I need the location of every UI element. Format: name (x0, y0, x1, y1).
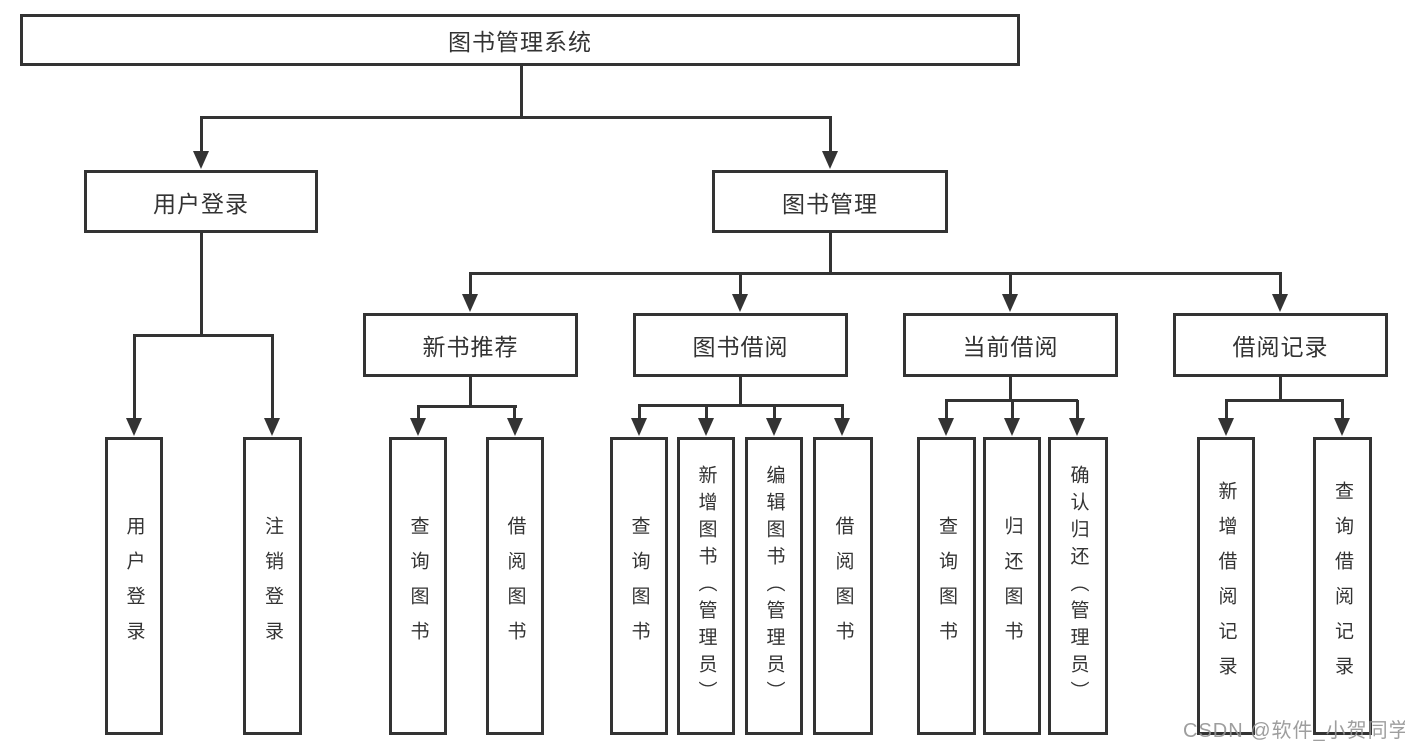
connector-drop-current-borrow (1009, 273, 1012, 294)
connector-drop-new-book-rec (468, 273, 472, 294)
connector-user-login-stem (199, 233, 203, 334)
node-leaf-bb-query: 查询图书 (610, 437, 668, 735)
connector-level3-rail (468, 271, 1282, 275)
connector-drop-user-login (199, 118, 203, 151)
arrowhead-nb-borrow (507, 418, 523, 436)
connector-drop-br-query (1340, 400, 1344, 418)
node-leaf-bb-borrow: 借阅图书 (813, 437, 873, 735)
connector-drop-cb-confirm (1075, 400, 1079, 418)
node-book-mgmt: 图书管理 (712, 170, 948, 233)
arrowhead-nb-query (410, 418, 426, 436)
connector-drop-nb-borrow (513, 406, 516, 418)
csdn-watermark: CSDN @软件_小贺同学 (1183, 720, 1405, 742)
arrowhead-book-mgmt (822, 151, 838, 169)
connector-book-mgmt-stem (828, 233, 832, 272)
node-leaf-br-query: 查询借阅记录 (1313, 437, 1372, 735)
node-leaf-bb-add: 新增图书（管理员） (677, 437, 735, 735)
connector-drop-bb-add (704, 405, 708, 418)
connector-drop-book-borrow (739, 273, 742, 294)
connector-drop-book-mgmt (828, 118, 832, 151)
node-leaf-bb-edit: 编辑图书（管理员） (745, 437, 803, 735)
arrowhead-br-query (1334, 418, 1350, 436)
connector-drop-bb-borrow (840, 405, 844, 418)
arrowhead-new-book-rec (462, 294, 478, 312)
node-leaf-nb-query: 查询图书 (389, 437, 447, 735)
node-book-borrow: 图书借阅 (633, 313, 848, 377)
connector-book-borrow-stem (739, 377, 742, 404)
arrowhead-cb-confirm (1069, 418, 1085, 436)
arrowhead-bb-query (631, 418, 647, 436)
arrowhead-user-login (193, 151, 209, 169)
connector-level2-rail (199, 116, 832, 119)
node-leaf-cb-confirm: 确认归还（管理员） (1048, 437, 1108, 735)
connector-drop-cb-return (1010, 400, 1014, 418)
connector-drop-bb-query (637, 405, 641, 418)
node-user-login: 用户登录 (84, 170, 318, 233)
node-leaf-nb-borrow: 借阅图书 (486, 437, 544, 735)
arrowhead-cb-return (1004, 418, 1020, 436)
connector-drop-cb-query (944, 400, 948, 418)
node-leaf-logout: 注销登录 (243, 437, 302, 735)
node-library-system: 图书管理系统 (20, 14, 1020, 66)
connector-new-book-rec-rail (416, 404, 517, 408)
connector-root-stem (519, 66, 523, 119)
connector-new-book-rec-stem (469, 377, 472, 405)
arrowhead-bb-borrow (834, 418, 850, 436)
node-leaf-cb-return: 归还图书 (983, 437, 1041, 735)
connector-drop-bb-edit (772, 405, 776, 418)
node-leaf-user-login: 用户登录 (105, 437, 163, 735)
node-leaf-cb-query: 查询图书 (917, 437, 976, 735)
connector-borrow-records-rail (1224, 398, 1344, 402)
node-new-book-rec: 新书推荐 (363, 313, 578, 377)
connector-drop-leaf-user-login (132, 335, 136, 418)
node-current-borrow: 当前借阅 (903, 313, 1118, 377)
node-leaf-br-add: 新增借阅记录 (1197, 437, 1255, 735)
connector-user-login-rail (132, 333, 274, 337)
connector-drop-br-add (1224, 400, 1228, 418)
arrowhead-bb-add (698, 418, 714, 436)
connector-drop-leaf-logout (271, 335, 274, 418)
connector-borrow-records-stem (1279, 377, 1282, 399)
arrowhead-br-add (1218, 418, 1234, 436)
arrowhead-leaf-logout (264, 418, 280, 436)
arrowhead-current-borrow (1002, 294, 1018, 312)
arrowhead-borrow-records (1272, 294, 1288, 312)
arrowhead-bb-edit (766, 418, 782, 436)
arrowhead-leaf-user-login (126, 418, 142, 436)
node-borrow-records: 借阅记录 (1173, 313, 1388, 377)
connector-book-borrow-rail (637, 403, 844, 407)
connector-drop-borrow-records (1279, 273, 1282, 294)
connector-current-borrow-stem (1009, 377, 1012, 399)
connector-drop-nb-query (416, 406, 420, 418)
arrowhead-cb-query (938, 418, 954, 436)
arrowhead-book-borrow (732, 294, 748, 312)
